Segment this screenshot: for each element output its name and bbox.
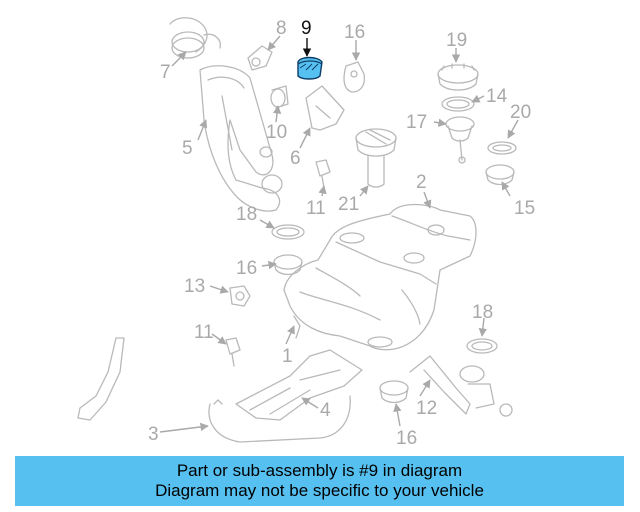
part-16-ring-upper [485,164,515,186]
part-10-clip [270,85,289,109]
callout-18-left: 18 [236,204,257,225]
part-20-seal [487,141,517,155]
part-14-filler-pipe [409,355,513,417]
banner-line-2: Diagram may not be specific to your vehi… [155,481,484,500]
info-banner: Part or sub-assembly is #9 in diagram Di… [15,456,624,506]
part-17-sender [445,116,475,164]
callout-15: 14 [486,86,508,107]
part-11-valve-lower [225,337,241,367]
callout-7: 7 [160,62,171,83]
callout-3: 3 [148,424,159,445]
banner-line-1: Part or sub-assembly is #9 in diagram [176,461,463,480]
part-19-ring [437,63,479,91]
part-11-valve-top [315,159,331,189]
callout-8: 8 [276,18,287,39]
part-12-bracket [343,61,366,93]
part-3-strap [77,337,351,443]
callout-16-upper: 15 [514,198,535,219]
part-15-seal [441,96,475,112]
callout-11-lower: 11 [194,322,214,343]
callout-5: 5 [182,138,193,159]
part-1-2-fuel-tank [283,203,477,351]
callout-21: 21 [338,194,359,215]
callout-12: 16 [344,22,365,43]
callout-4: 4 [320,400,331,421]
callout-9: 9 [301,18,312,39]
part-18-seal-left [271,224,305,240]
part-13-connector [229,285,251,307]
part-16-ring-left [273,254,303,276]
part-16-ring-lower [379,380,409,404]
part-18-seal-right [466,338,498,354]
callout-14: 12 [416,398,437,419]
callout-18-right: 18 [472,302,493,323]
part-5-filler-housing [199,65,283,212]
callout-20: 20 [510,102,531,123]
callout-19: 19 [446,30,467,51]
callout-16-lower: 16 [396,428,417,449]
callout-10: 10 [266,122,287,143]
part-9-highlighted [297,56,323,80]
part-8-valve [247,45,273,71]
parts-diagram: 7 8 9 16 19 14 17 20 15 5 10 6 11 21 2 1… [77,17,535,449]
part-4-shield [235,349,363,421]
callout-13: 13 [184,276,205,297]
callout-2: 2 [416,172,427,193]
part-21-pump [355,128,397,188]
callout-11-upper: 11 [306,198,326,219]
part-7-filler-cap [169,17,221,59]
callout-1: 1 [282,346,293,367]
callout-6: 6 [290,148,301,169]
callout-16-left: 16 [236,258,257,279]
callout-17: 17 [406,112,427,133]
part-6-heat-shield [305,85,345,131]
